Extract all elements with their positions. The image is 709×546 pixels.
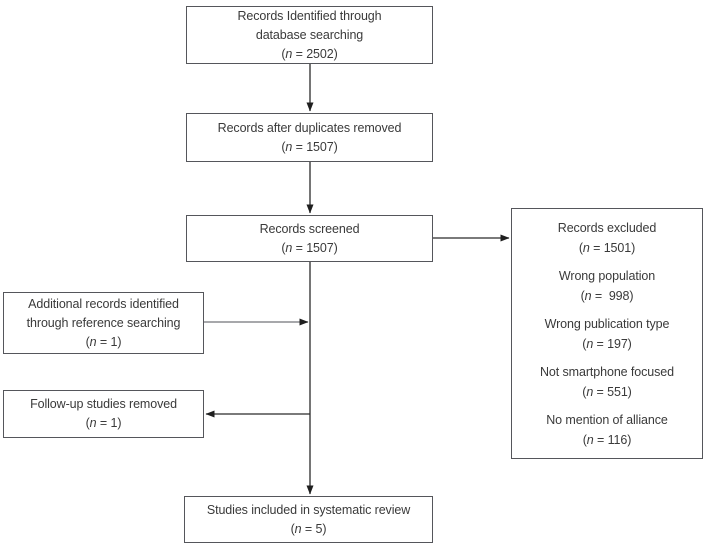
excluded-item-not-smartphone-focused: Not smartphone focused (n = 551) [540,362,674,402]
excluded-item-label: No mention of alliance [546,412,668,427]
box-records-screened-line1: Records screened [259,221,360,236]
box-records-screened-count: (n = 1507) [281,240,338,255]
box-studies-included-count: (n = 5) [290,521,327,536]
excluded-header: Records excluded (n = 1501) [557,218,657,258]
excluded-item-wrong-population: Wrong population (n = 998) [559,266,655,306]
box-followup-removed-count: (n = 1) [85,416,122,430]
box-duplicates-removed: Records after duplicates removed (n = 15… [186,113,433,162]
excluded-header-label: Records excluded [557,220,657,235]
box-records-screened: Records screened (n = 1507) [186,215,433,262]
excluded-item-label: Not smartphone focused [540,364,674,379]
box-records-identified: Records Identified through database sear… [186,6,433,64]
excluded-item-count: (n = 551) [582,384,632,399]
box-additional-records: Additional records identified through re… [3,292,204,354]
box-followup-removed-line1: Follow-up studies removed [30,397,177,411]
excluded-item-no-mention-of-alliance: No mention of alliance (n = 116) [546,410,668,450]
excluded-header-count: (n = 1501) [578,240,636,255]
box-additional-records-line2: through reference searching [26,315,181,330]
box-duplicates-removed-line1: Records after duplicates removed [217,120,402,135]
excluded-item-label: Wrong population [558,268,656,283]
box-studies-included-line1: Studies included in systematic review [206,502,411,517]
box-records-identified-line2: database searching [255,27,364,42]
box-duplicates-removed-count: (n = 1507) [281,139,338,154]
box-studies-included: Studies included in systematic review (n… [184,496,433,543]
excluded-item-label: Wrong publication type [544,316,670,331]
excluded-item-count: (n = 197) [582,336,632,351]
box-additional-records-count: (n = 1) [85,334,122,349]
excluded-item-count: (n = 116) [582,432,632,447]
box-additional-records-line1: Additional records identified [28,296,179,311]
box-followup-removed: Follow-up studies removed (n = 1) [3,390,204,438]
box-records-excluded: Records excluded (n = 1501) Wrong popula… [511,208,703,459]
box-records-identified-count: (n = 2502) [281,46,338,61]
excluded-item-wrong-publication-type: Wrong publication type (n = 197) [545,314,670,354]
box-records-identified-line1: Records Identified through [237,8,382,23]
excluded-item-count: (n = 998) [580,288,634,303]
